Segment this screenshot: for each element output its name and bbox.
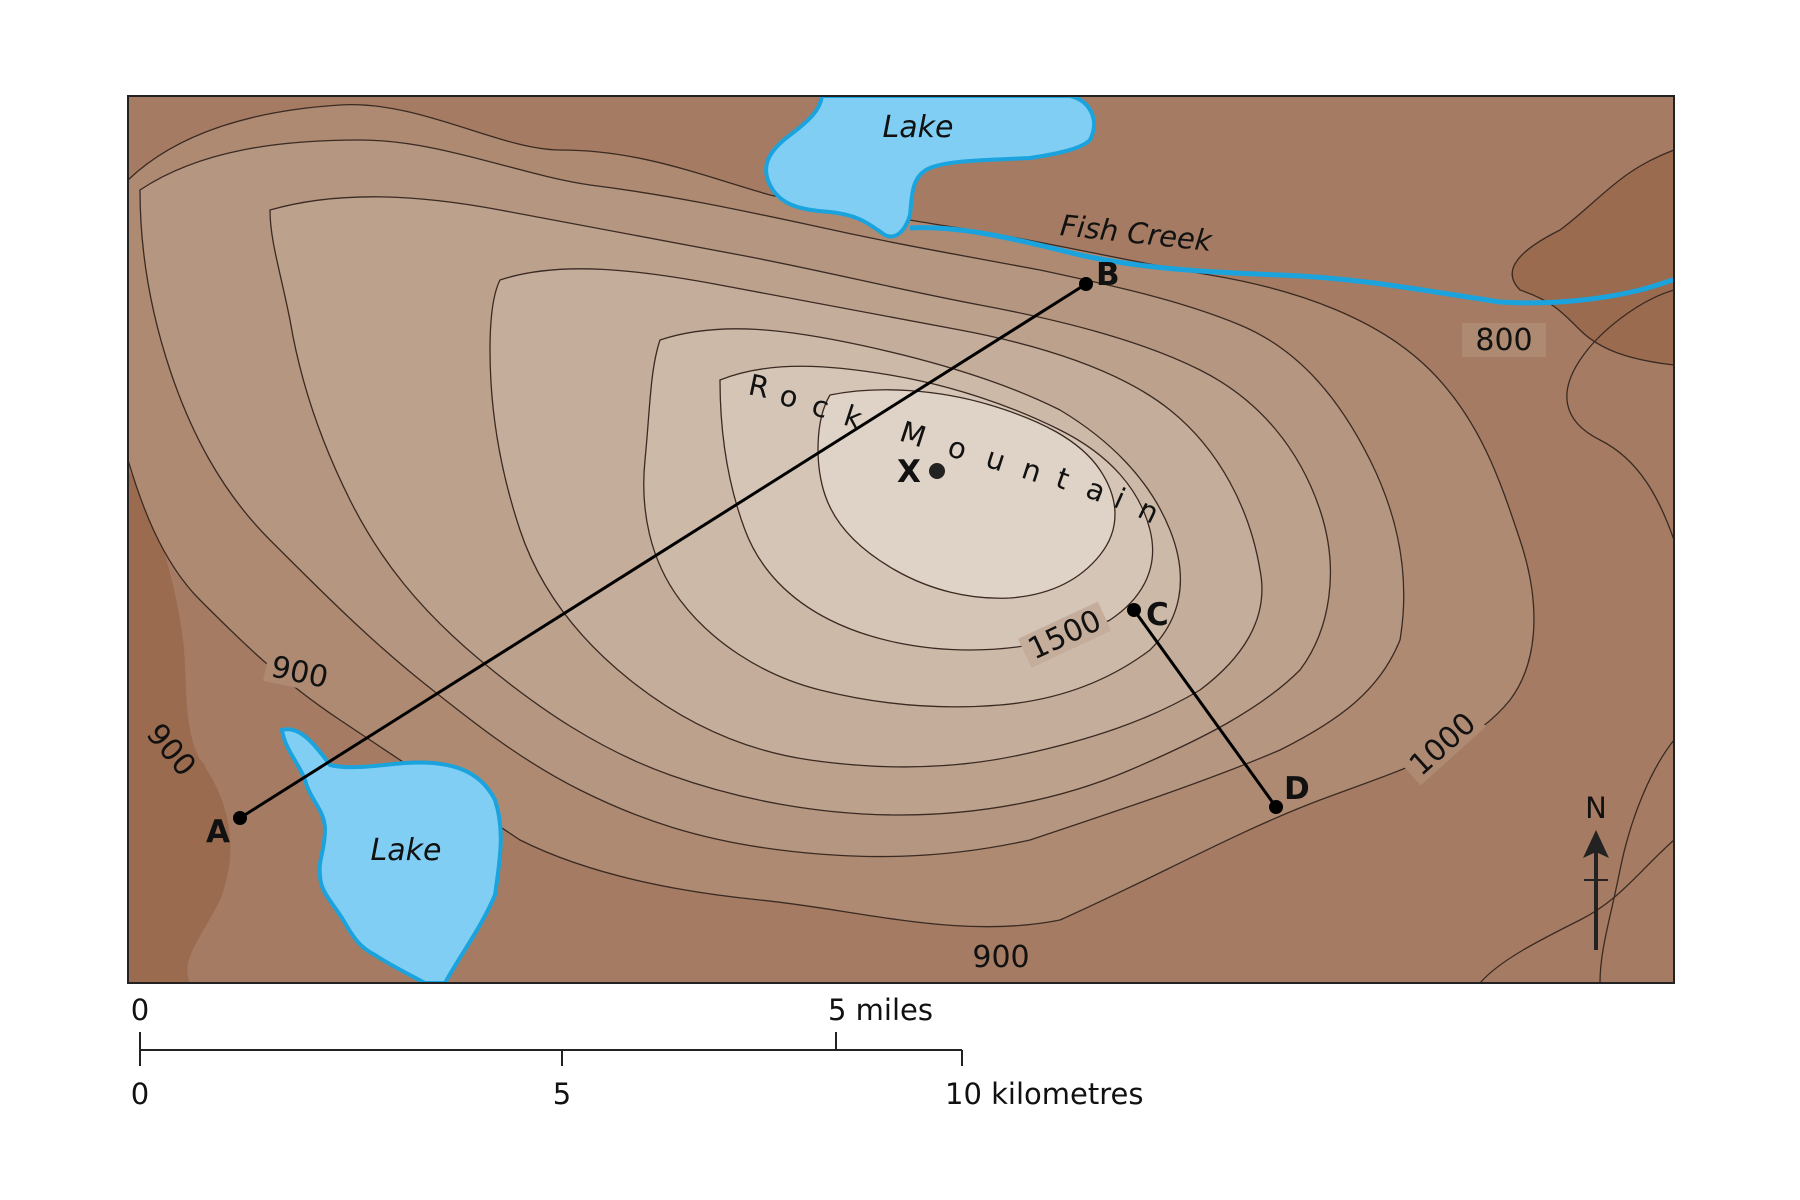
scale-bar: 0 5 miles 0 5 10 kilometres: [131, 993, 1144, 1111]
scale-km-ten: 10 kilometres: [945, 1077, 1143, 1111]
north-lake-label: Lake: [883, 110, 954, 145]
svg-text:A: A: [206, 814, 230, 850]
contour-line: [1599, 739, 1674, 983]
map-area: 800 900 900 900 1000 1500 Lake Lake Fish…: [128, 96, 1674, 983]
scale-km-zero: 0: [131, 1077, 149, 1111]
contour-line: [269, 196, 1332, 816]
scale-miles-zero: 0: [131, 993, 149, 1027]
svg-text:D: D: [1284, 771, 1310, 807]
svg-text:900: 900: [972, 940, 1029, 975]
point-d: D: [1269, 771, 1310, 814]
contour-label-900-south: 900: [962, 940, 1040, 975]
contour-line: [139, 139, 1405, 858]
terrain-summit: [818, 389, 1115, 599]
contour-line: [489, 268, 1263, 768]
summit-point-x: X: [897, 454, 945, 490]
scale-miles-five: 5 miles: [828, 993, 933, 1027]
point-c: C: [1127, 597, 1169, 633]
point-b: B: [1079, 257, 1120, 293]
terrain-low-ne: [1512, 150, 1674, 365]
profile-line-ab: [239, 282, 1087, 820]
svg-text:800: 800: [1475, 323, 1532, 358]
contour-line: [1511, 149, 1674, 366]
svg-text:C: C: [1146, 597, 1169, 633]
north-lake: [764, 96, 1096, 239]
scale-km-five: 5: [553, 1077, 571, 1111]
svg-text:X: X: [897, 454, 921, 490]
contour-label-800: 800: [1462, 323, 1546, 358]
contour-line: [643, 328, 1182, 708]
contour-line: [719, 365, 1154, 651]
north-label: N: [1585, 791, 1607, 825]
terrain-low-sw: [128, 470, 231, 983]
south-lake: [279, 727, 503, 983]
contour-line: [1566, 289, 1674, 541]
contour-line: [817, 389, 1116, 599]
svg-text:B: B: [1096, 257, 1120, 293]
fish-creek: [909, 225, 1674, 306]
map-frame: [127, 95, 1675, 984]
point-a: A: [206, 811, 247, 850]
profile-line-cd: [1132, 609, 1278, 808]
contour-line: [1479, 839, 1674, 983]
north-arrow: N: [1583, 791, 1609, 950]
south-lake-label: Lake: [371, 833, 442, 868]
